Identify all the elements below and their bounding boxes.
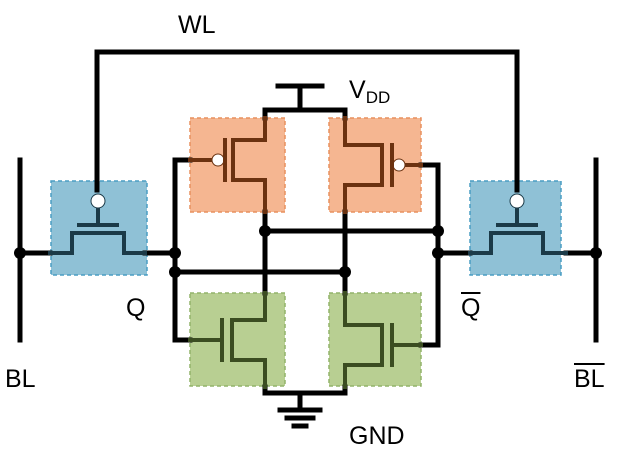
right-access-transistor xyxy=(468,193,568,255)
right-nmos-transistor xyxy=(343,291,423,389)
q-bar-node-label: Q xyxy=(461,294,481,322)
vdd-label-subscript: DD xyxy=(365,88,391,107)
right-pmos-transistor xyxy=(343,116,423,214)
word-line-label: WL xyxy=(178,11,216,39)
right-nmos-box xyxy=(328,292,422,387)
bit-line-label: BL xyxy=(5,365,36,393)
interconnect-wires xyxy=(17,49,599,429)
bit-line-bar-label: BL xyxy=(574,365,605,393)
gnd-label: GND xyxy=(349,422,405,450)
q-node-label: Q xyxy=(126,294,146,322)
vdd-symbol xyxy=(262,83,348,113)
left-nmos-transistor xyxy=(188,291,267,389)
left-pmos-transistor xyxy=(188,116,267,214)
gnd-rail xyxy=(262,384,348,413)
left-pmos-box xyxy=(189,117,286,213)
left-access-transistor xyxy=(48,193,147,255)
gnd-symbol xyxy=(277,407,323,429)
vdd-label-main: V xyxy=(349,76,366,104)
word-line xyxy=(94,49,520,193)
junction-dots xyxy=(14,225,602,278)
vdd-label: VDD xyxy=(349,76,391,107)
